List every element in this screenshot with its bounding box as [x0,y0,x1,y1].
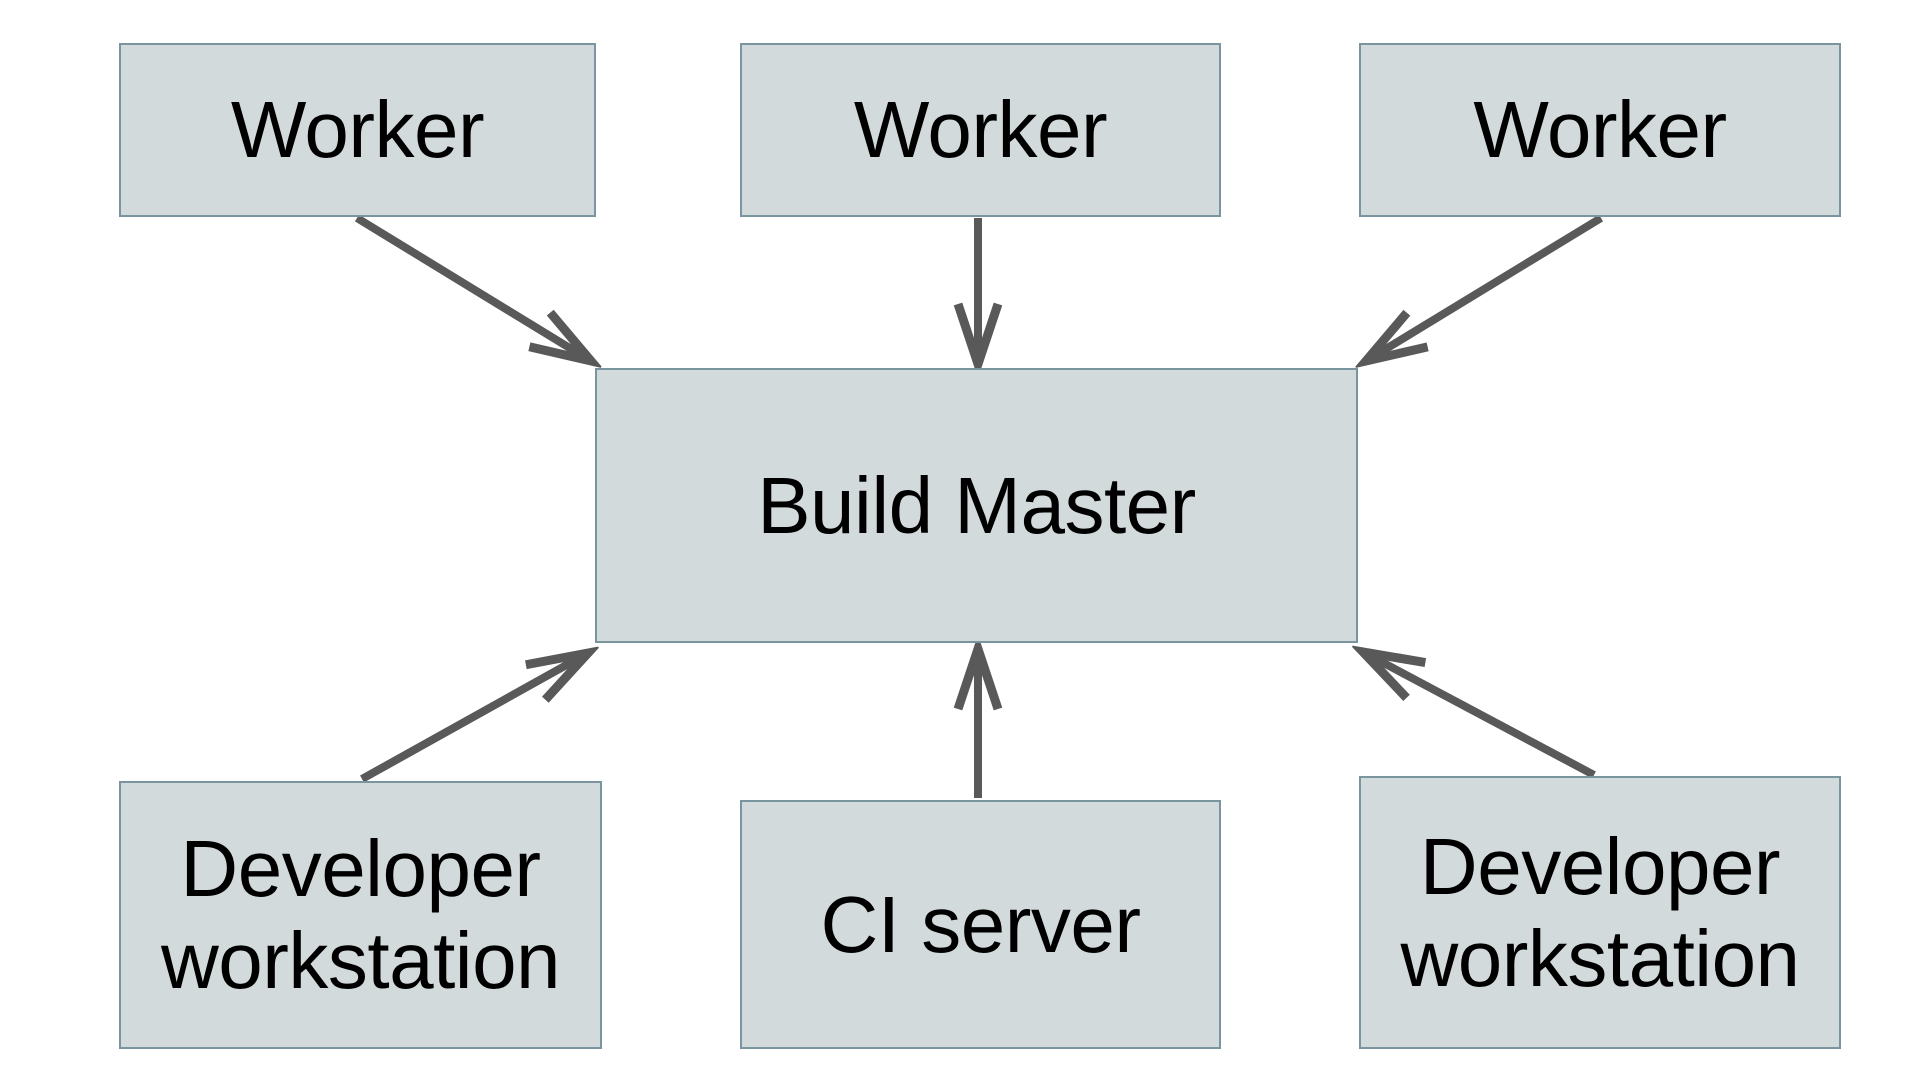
node-developer-workstation-left: Developer workstation [119,781,602,1049]
node-build-master-label: Build Master [757,460,1196,550]
node-developer-workstation-left-label: Developer workstation [160,824,561,1005]
node-worker-3-label: Worker [1473,85,1727,174]
node-worker-2: Worker [740,43,1221,217]
node-worker-1: Worker [119,43,596,217]
node-developer-workstation-right: Developer workstation [1359,776,1841,1049]
node-ci-server-label: CI server [820,879,1142,969]
node-worker-1-label: Worker [230,85,485,174]
edge-worker1-to-buildmaster [354,214,591,361]
node-worker-3: Worker [1359,43,1841,217]
node-build-master: Build Master [595,368,1358,643]
node-worker-2-label: Worker [853,85,1108,174]
node-ci-server: CI server [740,800,1221,1049]
edge-worker3-to-buildmaster [1366,214,1604,361]
node-developer-workstation-right-label: Developer workstation [1400,821,1800,1003]
edge-devleft-to-buildmaster [360,653,588,783]
edge-devright-to-buildmaster [1363,652,1596,779]
